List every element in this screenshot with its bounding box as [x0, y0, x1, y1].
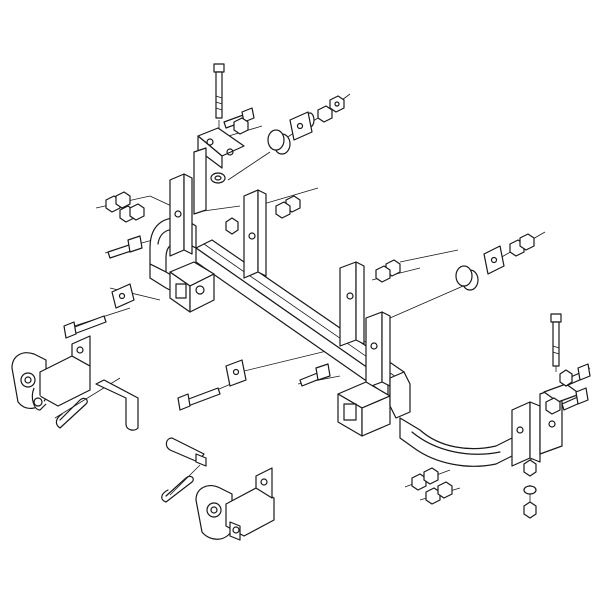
washer-upper-left — [210, 172, 226, 184]
bolt-mid-right — [299, 363, 331, 387]
right-receiver — [337, 371, 411, 437]
bolt-center — [177, 387, 221, 411]
plate-left-small — [111, 283, 135, 309]
right-tow-bracket — [195, 467, 275, 541]
nut-far-right-2 — [519, 233, 535, 251]
nut-center-small — [225, 217, 239, 235]
plate-center — [225, 359, 247, 387]
spacer-right — [455, 265, 479, 291]
bolt-left-long — [63, 315, 107, 339]
vertical-bolt-top — [213, 63, 225, 119]
nuts-right-top — [545, 369, 573, 415]
left-mount-bracket — [169, 173, 267, 279]
left-tow-bracket — [11, 335, 91, 411]
spring-clip-bottom — [161, 475, 194, 503]
plate-top-right — [289, 111, 313, 141]
upper-left-plate — [193, 127, 245, 215]
bolt-left-mid — [107, 235, 143, 259]
spacer-top — [267, 129, 291, 155]
vertical-bolt-right — [550, 313, 562, 367]
plate-right — [483, 245, 505, 275]
center-brackets — [339, 261, 391, 389]
nut-top-right-2 — [317, 105, 333, 123]
nut-bottom-right — [523, 459, 537, 519]
bolts — [63, 63, 591, 411]
spring-clip-left — [55, 397, 88, 429]
nuts-and-washers — [105, 95, 573, 519]
right-mount-bracket — [511, 383, 581, 467]
nut-center-right-2 — [375, 265, 391, 283]
hitch-pin-left — [95, 379, 139, 431]
nut-left-b — [115, 191, 131, 209]
nuts-bottom-left — [411, 467, 453, 505]
left-receiver — [169, 261, 215, 313]
hitch-pin-bottom — [165, 437, 207, 467]
nut-left-d — [129, 203, 145, 221]
nut-top-left-a — [233, 117, 249, 135]
nut-mid-2 — [275, 201, 291, 219]
